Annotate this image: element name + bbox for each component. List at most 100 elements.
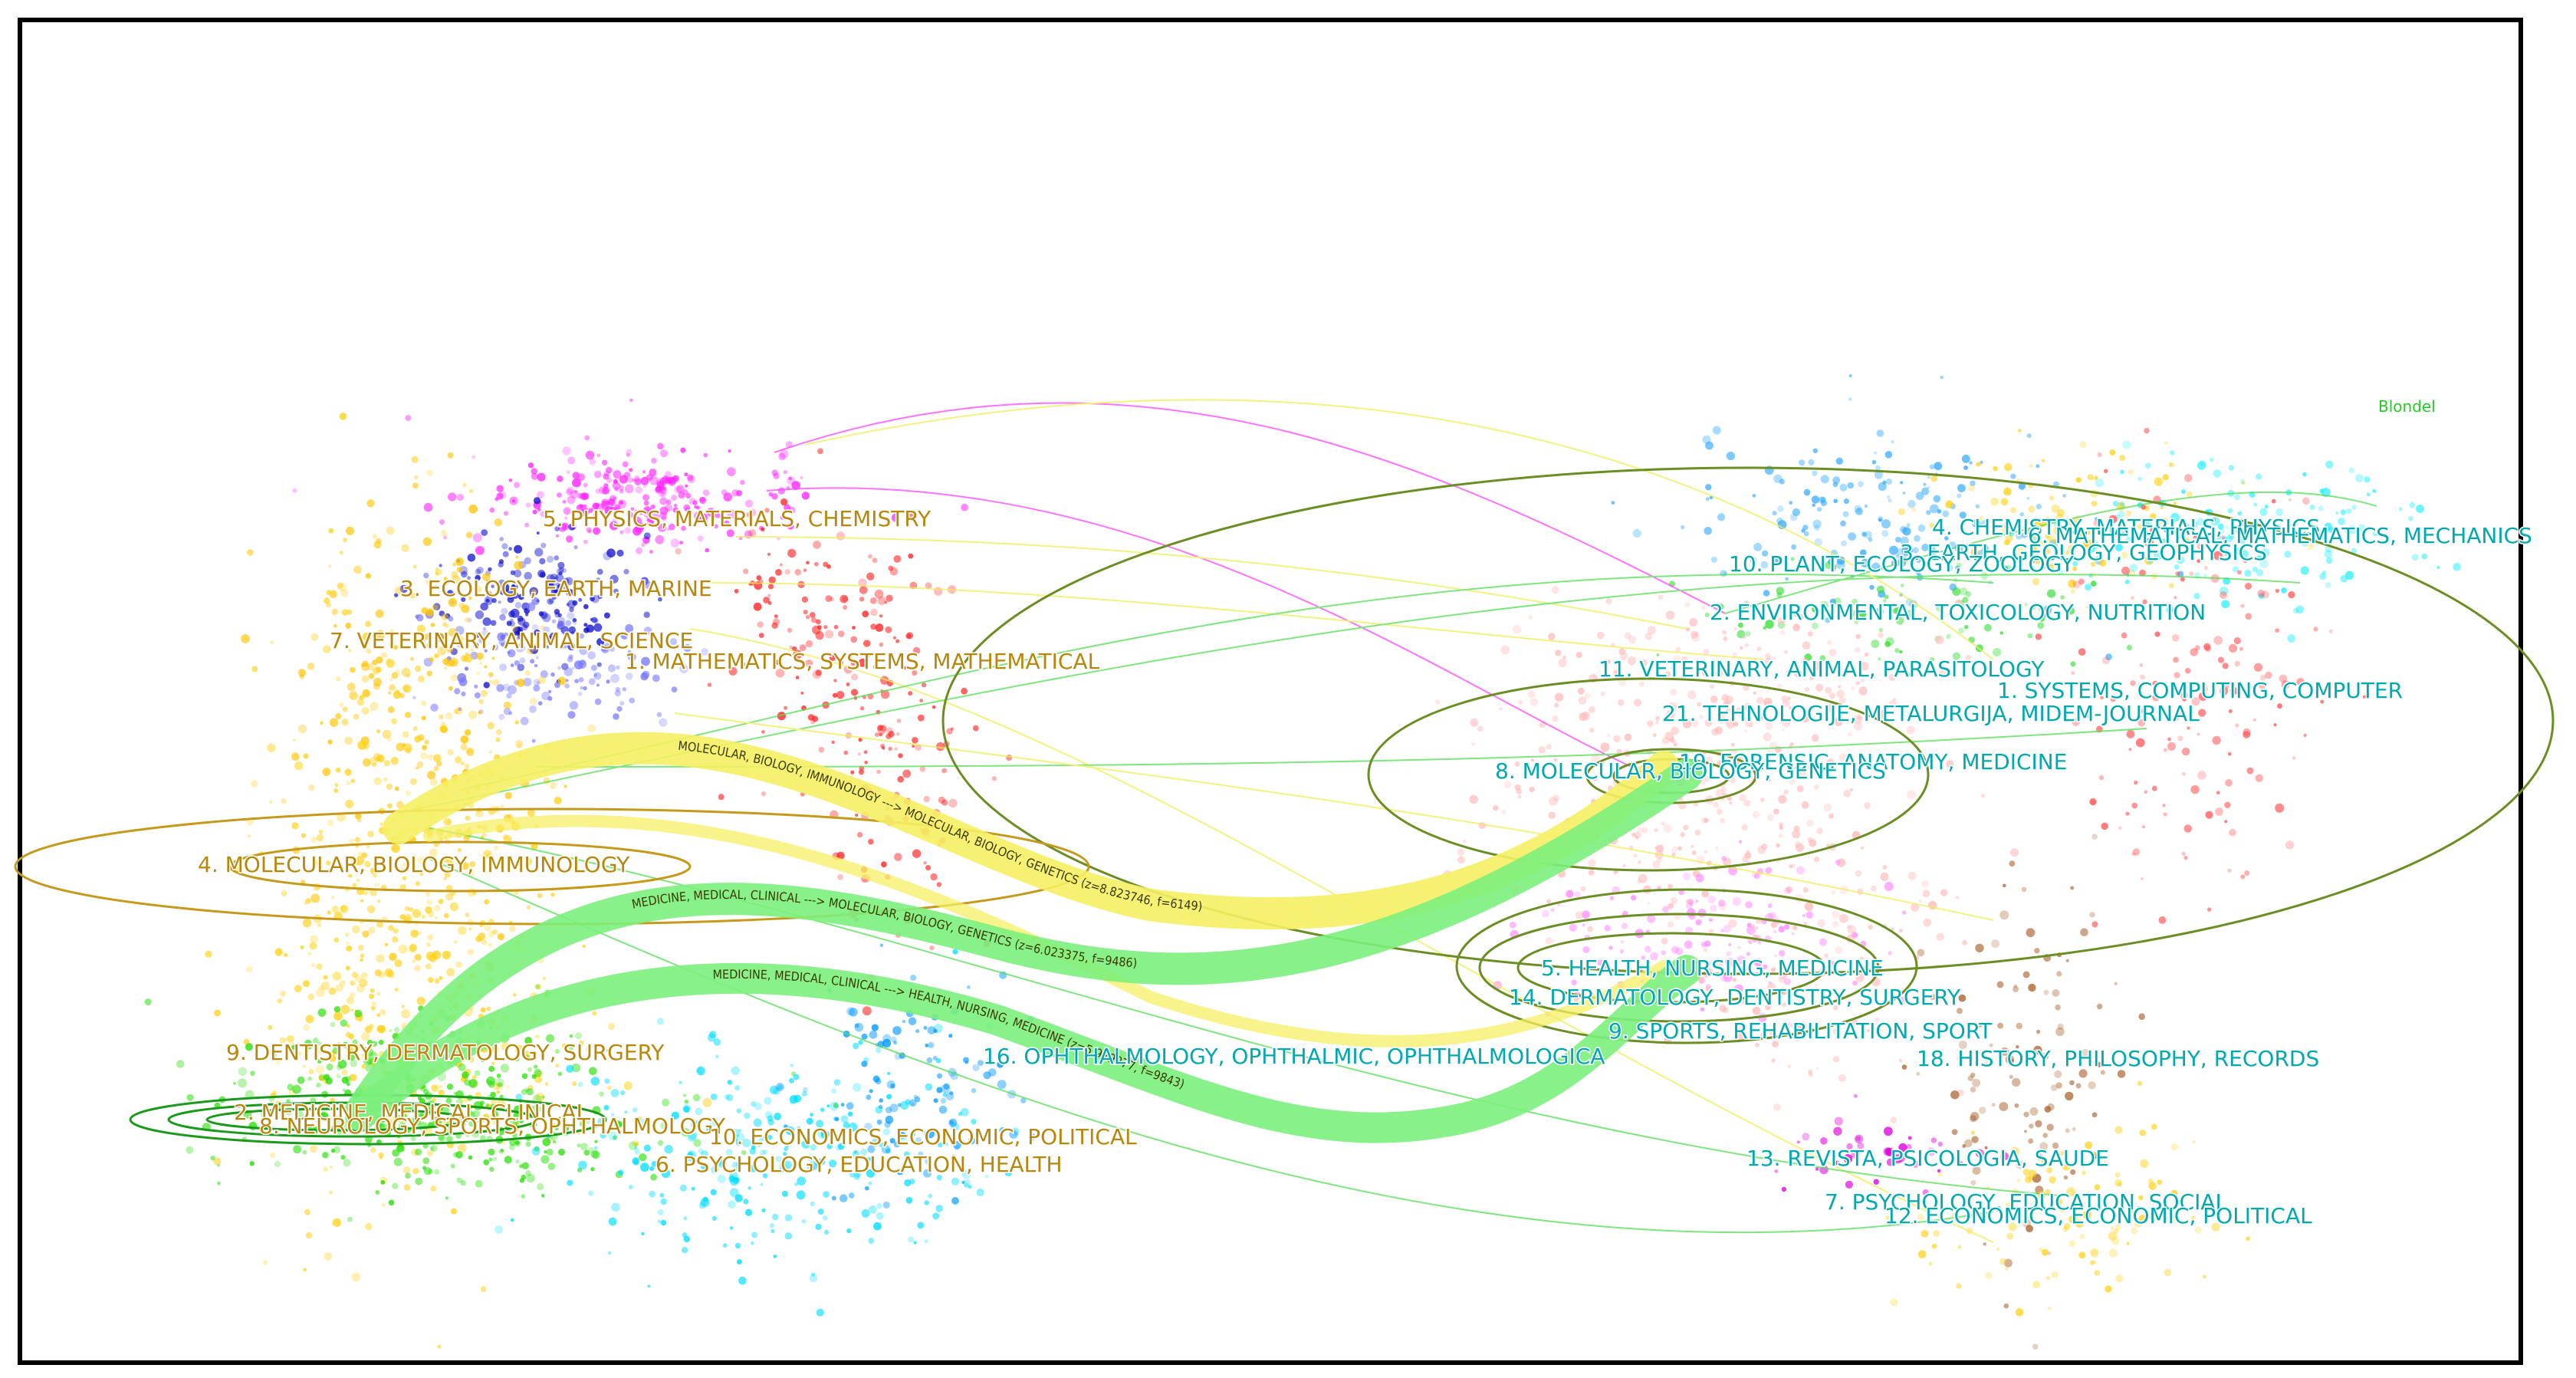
journal-dot: [488, 567, 492, 572]
journal-dot: [531, 597, 540, 605]
journal-dot: [603, 518, 609, 524]
journal-dot: [2072, 580, 2081, 589]
journal-dot: [2409, 502, 2416, 508]
journal-dot: [815, 1223, 822, 1231]
journal-dot: [652, 505, 656, 509]
journal-dot: [353, 1043, 360, 1051]
journal-dot: [504, 1156, 512, 1164]
journal-dot: [279, 1037, 286, 1044]
journal-dot: [2114, 1172, 2121, 1178]
journal-dot: [303, 1268, 307, 1272]
journal-dot: [498, 600, 501, 604]
journal-dot: [484, 923, 491, 932]
journal-dot: [316, 1082, 321, 1088]
journal-dot: [2047, 589, 2056, 598]
journal-dot: [1613, 735, 1621, 743]
journal-dot: [1723, 925, 1732, 933]
journal-dot: [606, 1049, 610, 1053]
journal-dot: [555, 1064, 560, 1067]
journal-dot: [779, 449, 789, 459]
journal-dot: [1815, 683, 1824, 692]
journal-dot: [1841, 540, 1847, 547]
journal-dot: [544, 1149, 547, 1154]
journal-dot: [748, 528, 757, 538]
journal-dot: [301, 833, 306, 838]
journal-dot: [1745, 901, 1753, 909]
journal-dot: [1682, 872, 1691, 881]
journal-dot: [367, 830, 374, 837]
journal-dot: [897, 775, 905, 783]
journal-dot: [579, 633, 585, 639]
journal-dot: [326, 1054, 334, 1062]
journal-dot: [623, 462, 629, 468]
journal-dot: [1641, 827, 1648, 834]
journal-dot: [478, 661, 482, 665]
journal-dot: [1839, 913, 1848, 923]
journal-dot: [1743, 729, 1747, 732]
journal-dot: [1538, 746, 1546, 754]
right-label-11: 11. VETERINARY, ANIMAL, PARASITOLOGY: [1598, 656, 2045, 682]
journal-dot: [558, 571, 563, 576]
journal-dot: [692, 500, 698, 505]
journal-dot: [961, 503, 968, 511]
journal-dot: [335, 984, 343, 992]
journal-dot: [333, 1146, 341, 1154]
journal-dot: [913, 1241, 917, 1245]
right-label-8: 8. MOLECULAR, BIOLOGY, GENETICS: [1495, 758, 1886, 784]
journal-dot: [673, 504, 678, 508]
journal-dot: [558, 1149, 565, 1156]
journal-dot: [2080, 928, 2088, 936]
journal-dot: [658, 597, 662, 602]
journal-dot: [1717, 808, 1723, 815]
journal-dot: [1700, 942, 1707, 948]
journal-dot: [286, 1099, 291, 1103]
journal-dot: [247, 834, 251, 838]
journal-dot: [521, 623, 528, 631]
journal-dot: [366, 845, 370, 849]
journal-dot: [447, 748, 454, 756]
journal-dot: [363, 1047, 368, 1051]
journal-dot: [481, 1119, 485, 1123]
journal-dot: [378, 1152, 384, 1159]
journal-dot: [777, 487, 786, 495]
journal-dot: [461, 862, 469, 870]
journal-dot: [345, 623, 352, 629]
journal-dot: [826, 1104, 830, 1108]
journal-dot: [541, 1095, 545, 1099]
journal-dot: [558, 523, 567, 532]
journal-dot: [727, 467, 736, 477]
journal-dot: [375, 1121, 379, 1125]
journal-dot: [885, 626, 892, 633]
journal-dot: [583, 482, 588, 488]
journal-dot: [1677, 846, 1682, 851]
journal-dot: [836, 531, 846, 541]
journal-dot: [387, 706, 395, 713]
journal-dot: [632, 1107, 638, 1113]
journal-dot: [399, 914, 406, 920]
journal-dot: [545, 645, 550, 649]
journal-dot: [606, 477, 613, 483]
journal-dot: [447, 452, 454, 459]
journal-dot: [997, 1080, 1007, 1090]
journal-dot: [2366, 492, 2371, 497]
journal-dot: [340, 589, 349, 597]
journal-dot: [917, 714, 925, 722]
journal-dot: [736, 490, 743, 497]
journal-dot: [515, 1140, 520, 1146]
journal-dot: [905, 633, 912, 640]
journal-dot: [186, 1146, 194, 1154]
journal-dot: [1970, 1130, 1976, 1135]
journal-dot: [339, 551, 343, 555]
journal-dot: [416, 766, 419, 770]
journal-dot: [702, 489, 710, 496]
journal-dot: [1855, 870, 1862, 877]
journal-dot: [485, 598, 490, 603]
journal-dot: [1854, 1134, 1864, 1144]
journal-dot: [2126, 729, 2135, 738]
journal-dot: [679, 541, 683, 544]
journal-dot: [773, 1255, 777, 1258]
journal-dot: [874, 589, 884, 599]
journal-dot: [862, 1006, 872, 1016]
journal-dot: [1901, 910, 1907, 915]
journal-dot: [511, 584, 518, 590]
